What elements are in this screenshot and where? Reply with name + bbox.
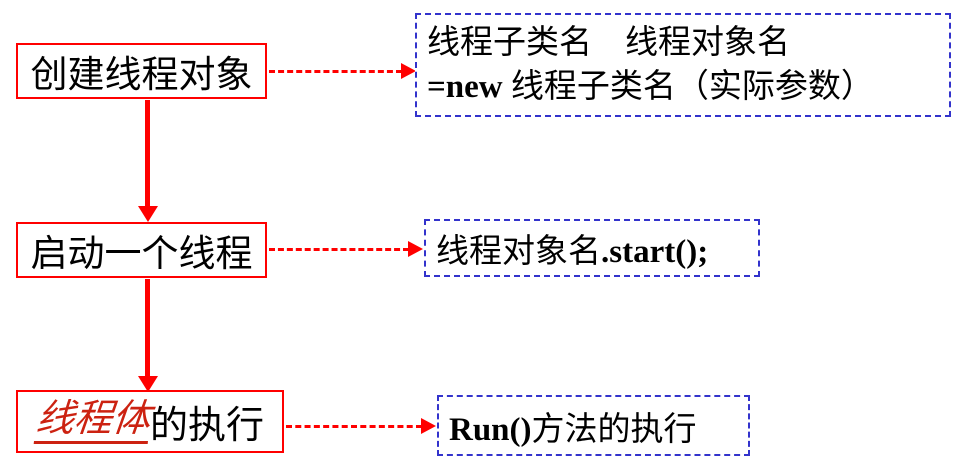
arrow-right-1-shaft [269, 70, 402, 73]
declaration-new-keyword: =new [427, 69, 503, 105]
start-call-method: .start(); [601, 234, 709, 270]
run-method-line: Run()方法的执行 [449, 402, 738, 450]
start-call-object-name: 线程对象名 [436, 234, 601, 270]
arrow-right-3-shaft [286, 425, 422, 428]
arrow-right-1-head [401, 63, 416, 79]
detail-box-start-call: 线程对象名.start(); [424, 219, 760, 277]
step-box-thread-body-execution: 线程体的执行 [16, 390, 284, 453]
run-method-rest: 方法的执行 [531, 411, 697, 448]
declaration-line1-text: 线程子类名 线程对象名 [427, 25, 790, 61]
step-label-create: 创建线程对象 [30, 55, 253, 96]
arrow-down-1-head [138, 206, 158, 222]
start-call-line: 线程对象名.start(); [436, 224, 748, 272]
thread-body-highlight-text: 线程体 [33, 398, 153, 444]
step-label-body-rest: 的执行 [150, 405, 265, 447]
step-label-start: 启动一个线程 [30, 234, 253, 275]
detail-box-run-method: Run()方法的执行 [437, 395, 750, 456]
arrow-right-2-shaft [269, 248, 409, 251]
arrow-right-3-head [421, 418, 436, 434]
arrow-down-2-shaft [145, 279, 150, 376]
arrow-down-1-shaft [145, 100, 150, 206]
declaration-line-2: =new 线程子类名（实际参数） [427, 65, 939, 109]
run-method-name: Run() [449, 411, 532, 448]
declaration-line-1: 线程子类名 线程对象名 [427, 21, 939, 65]
detail-box-declaration: 线程子类名 线程对象名 =new 线程子类名（实际参数） [415, 13, 951, 117]
step-box-start-thread: 启动一个线程 [16, 222, 267, 278]
step-box-create-thread-object: 创建线程对象 [16, 43, 267, 99]
arrow-right-2-head [408, 241, 423, 257]
arrow-down-2-head [138, 376, 158, 392]
declaration-line2-rest: 线程子类名（实际参数） [502, 69, 874, 105]
